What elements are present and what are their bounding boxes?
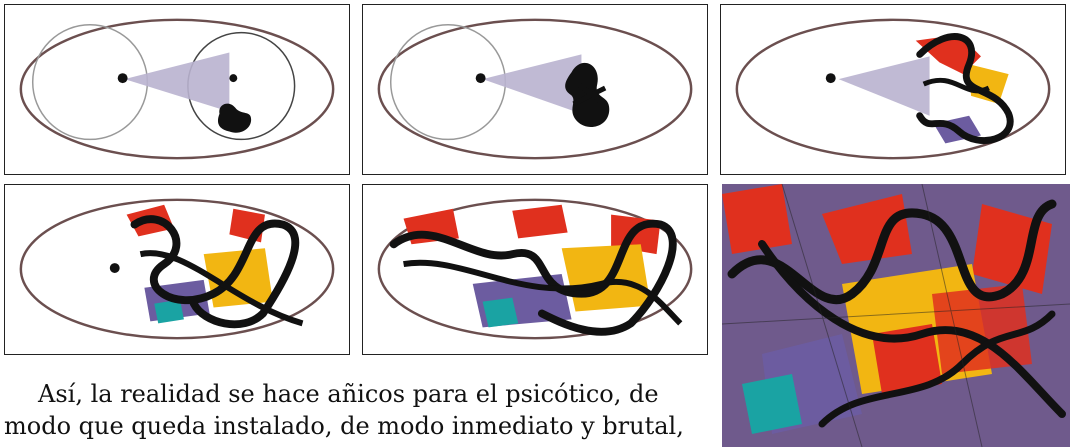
eye-diagram-2 (377, 18, 693, 160)
figure-panel-4 (4, 184, 350, 355)
eye-diagram-1 (19, 18, 335, 160)
body-text-line-1: Así, la realidad se hace añicos para el … (38, 380, 659, 408)
eye-diagram-5 (377, 198, 693, 340)
abstract-composition (722, 184, 1070, 447)
figure-panel-6 (722, 184, 1070, 447)
body-text-line-2: modo que queda instalado, de modo inmedi… (4, 412, 684, 440)
body-text: Así, la realidad se hace añicos para el … (4, 378, 709, 442)
figure-panel-1 (4, 4, 350, 175)
eye-diagram-3 (735, 18, 1051, 160)
figure-panel-3 (720, 4, 1066, 175)
eye-diagram-4 (19, 198, 335, 340)
figure-panel-5 (362, 184, 708, 355)
figure-panel-2 (362, 4, 708, 175)
